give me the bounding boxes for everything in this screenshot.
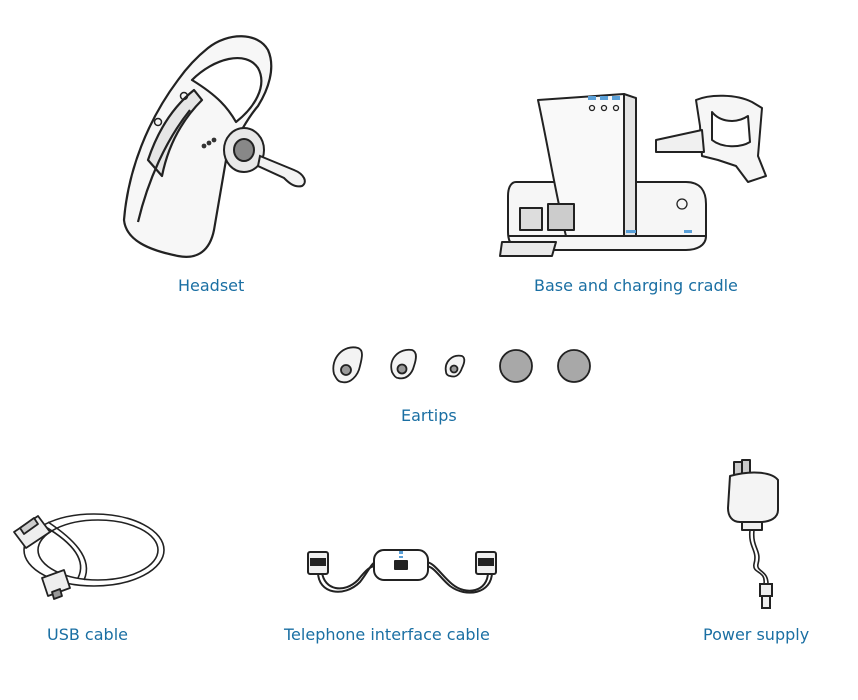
headset-illustration: [122, 35, 306, 258]
power-supply-label: Power supply: [703, 625, 810, 644]
telephone-cable-label: Telephone interface cable: [284, 625, 490, 644]
usb-cable-label: USB cable: [47, 625, 128, 644]
eartips-label: Eartips: [401, 406, 457, 425]
base-cradle-illustration: [499, 93, 767, 257]
power-supply-illustration: [727, 459, 779, 609]
usb-cable-illustration: [13, 513, 165, 600]
headset-label: Headset: [178, 276, 245, 295]
telephone-cable-illustration: [307, 549, 497, 594]
eartips-illustration: [332, 346, 591, 384]
base-cradle-label: Base and charging cradle: [534, 276, 738, 295]
